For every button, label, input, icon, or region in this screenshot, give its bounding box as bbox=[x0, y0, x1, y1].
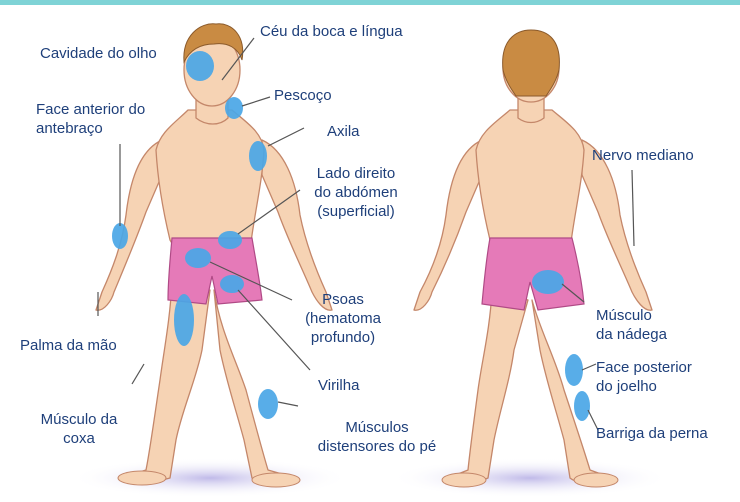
back-left-leg bbox=[448, 290, 528, 483]
front-right-leg bbox=[214, 290, 296, 484]
label-musculo-coxa: Músculo da coxa bbox=[34, 410, 124, 448]
label-virilha: Virilha bbox=[318, 376, 359, 395]
marker-groin-left bbox=[185, 248, 211, 268]
leader-axila bbox=[268, 128, 304, 146]
marker-foot-muscle bbox=[258, 389, 278, 419]
leader-joelho bbox=[582, 364, 596, 370]
back-foot-left bbox=[442, 473, 486, 487]
front-floor-shadow bbox=[70, 458, 350, 498]
marker-neck bbox=[225, 97, 243, 119]
marker-eye bbox=[186, 51, 214, 81]
back-foot-right bbox=[574, 473, 618, 487]
label-pescoco: Pescoço bbox=[274, 86, 332, 105]
marker-thigh bbox=[174, 294, 194, 346]
label-nervo-mediano: Nervo mediano bbox=[592, 146, 694, 165]
leader-pescoco bbox=[242, 97, 270, 106]
front-foot-left bbox=[118, 471, 166, 485]
back-right-arm bbox=[582, 140, 652, 310]
leader-nervo bbox=[632, 170, 634, 246]
marker-knee-back bbox=[565, 354, 583, 386]
label-ceu-boca: Céu da boca e língua bbox=[260, 22, 403, 41]
label-musculo-nadega: Músculo da nádega bbox=[596, 306, 667, 344]
marker-calf bbox=[574, 391, 590, 421]
label-psoas: Psoas (hematoma profundo) bbox=[296, 290, 390, 347]
front-foot-right bbox=[252, 473, 300, 487]
marker-groin-right bbox=[220, 275, 244, 293]
marker-forearm bbox=[112, 223, 128, 249]
leader-pe bbox=[278, 402, 298, 406]
back-floor-shadow bbox=[390, 458, 670, 498]
front-torso bbox=[156, 110, 264, 250]
label-palma-mao: Palma da mão bbox=[20, 336, 117, 355]
label-axila: Axila bbox=[327, 122, 360, 141]
front-left-arm bbox=[96, 140, 162, 310]
label-face-antebraco: Face anterior do antebraço bbox=[36, 100, 145, 138]
leader-coxa bbox=[132, 364, 144, 384]
back-shorts bbox=[482, 238, 584, 310]
back-torso bbox=[476, 110, 584, 250]
back-hair bbox=[503, 30, 560, 96]
marker-buttock bbox=[532, 270, 564, 294]
label-abdomen: Lado direito do abdómen (superficial) bbox=[300, 164, 412, 221]
marker-armpit bbox=[249, 141, 267, 171]
label-barriga-perna: Barriga da perna bbox=[596, 424, 708, 443]
label-cavidade-olho: Cavidade do olho bbox=[40, 44, 157, 63]
back-left-arm bbox=[414, 140, 482, 310]
label-face-joelho: Face posterior do joelho bbox=[596, 358, 692, 396]
label-musculos-pe: Músculos distensores do pé bbox=[302, 418, 452, 456]
